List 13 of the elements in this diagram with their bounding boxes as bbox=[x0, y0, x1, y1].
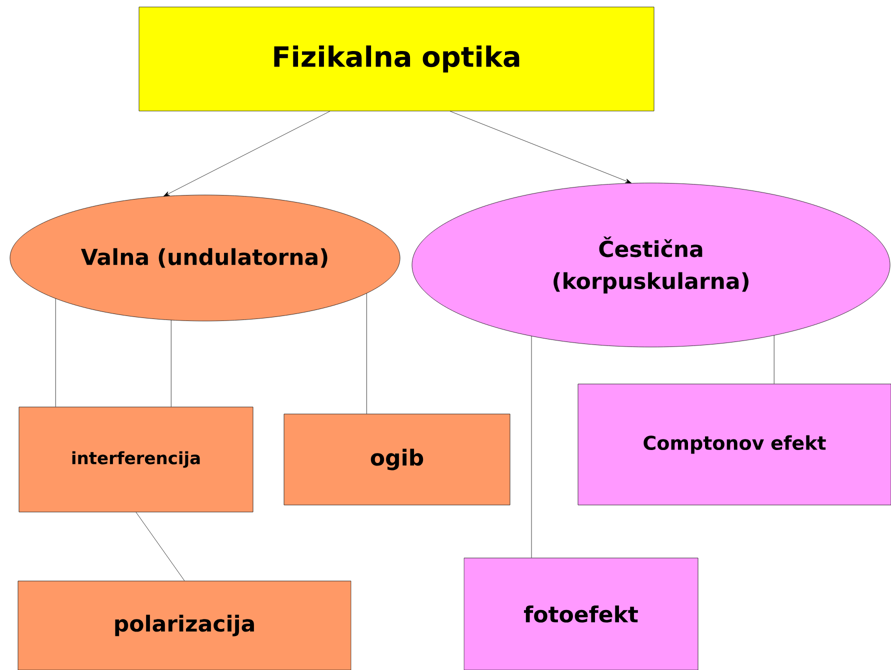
connector-line bbox=[170, 320, 172, 407]
concept-box: interferencija bbox=[18, 406, 254, 512]
connector-line bbox=[136, 512, 185, 581]
arrow bbox=[163, 111, 330, 196]
connector-line bbox=[366, 293, 367, 414]
concept-box: Comptonov efekt bbox=[578, 384, 891, 506]
arrow bbox=[450, 111, 632, 184]
title-box: Fizikalna optika bbox=[138, 6, 654, 112]
concept-box: ogib bbox=[284, 414, 510, 506]
connector-line bbox=[531, 336, 532, 558]
connector-line bbox=[55, 298, 56, 407]
concept-box: polarizacija bbox=[18, 580, 352, 670]
concept-box: fotoefekt bbox=[464, 558, 698, 670]
